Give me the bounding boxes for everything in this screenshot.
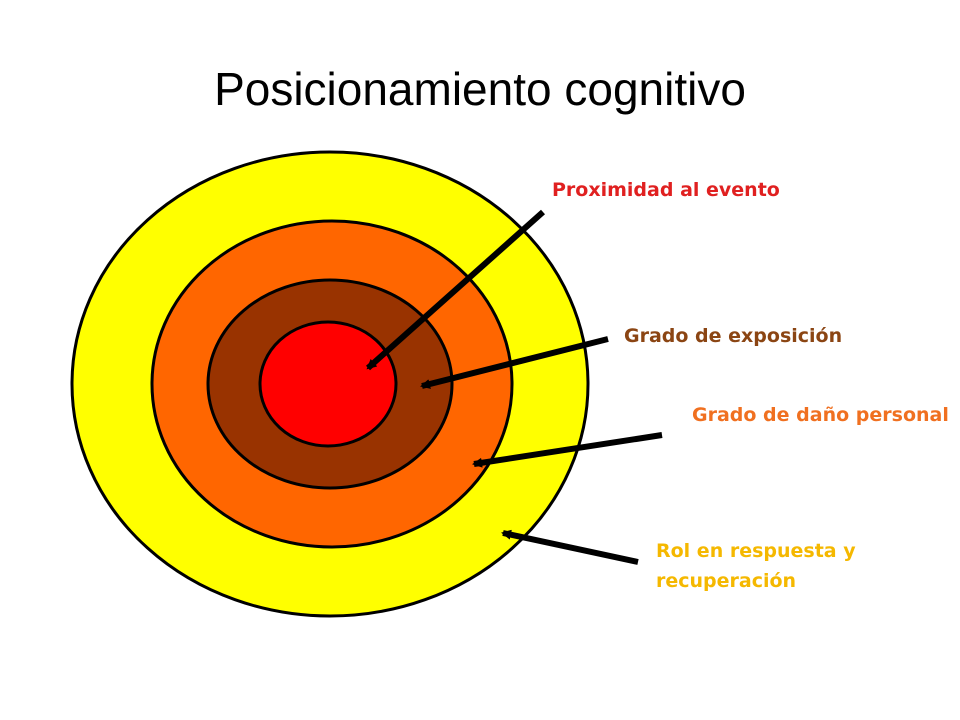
label-proximity: Proximidad al evento bbox=[552, 179, 780, 201]
label-role: Rol en respuesta y recuperación bbox=[656, 540, 856, 592]
arrow-exposure bbox=[420, 336, 609, 389]
arrow-role bbox=[501, 529, 639, 565]
label-damage: Grado de daño personal bbox=[692, 404, 949, 426]
slide-title: Posicionamiento cognitivo bbox=[214, 63, 746, 115]
arrow-proximity bbox=[366, 209, 545, 371]
arrow-damage bbox=[472, 432, 663, 468]
label-exposure: Grado de exposición bbox=[624, 325, 843, 347]
ring-center bbox=[258, 320, 398, 448]
